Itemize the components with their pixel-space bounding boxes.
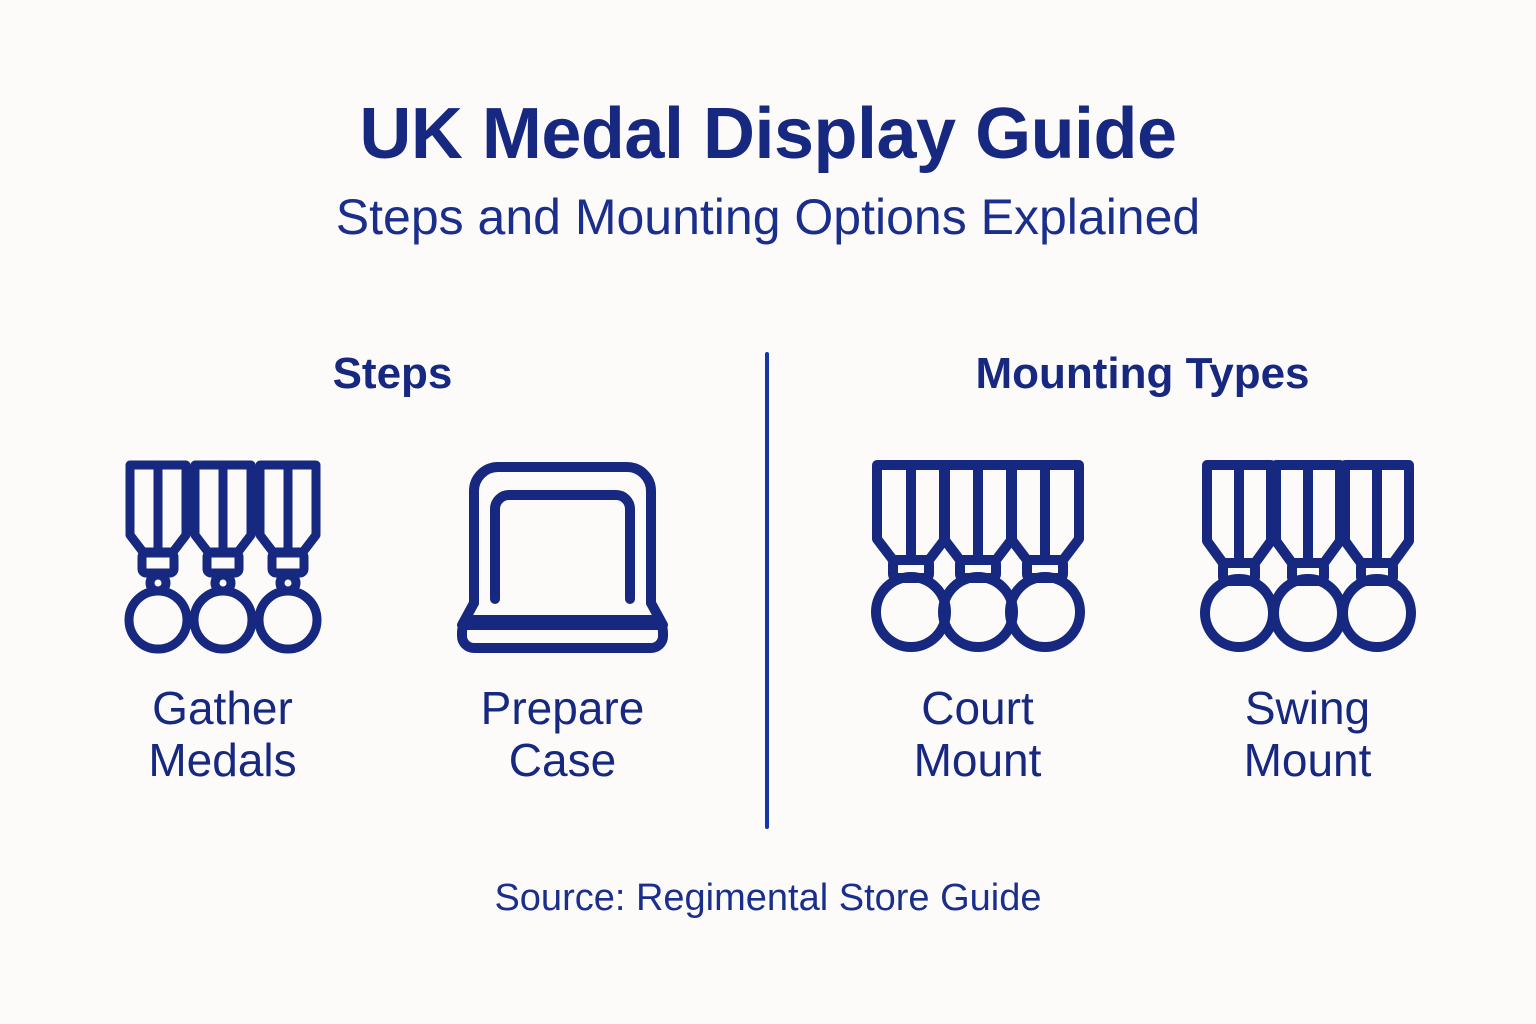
step-label-gather-medals: Gather Medals (148, 682, 297, 786)
panels-container: Steps (0, 352, 1536, 832)
page-subtitle: Steps and Mounting Options Explained (335, 188, 1201, 245)
mounting-item-swing-mount[interactable]: Swing Mount (1183, 452, 1433, 786)
step-item-prepare-case[interactable]: Prepare Case (438, 452, 688, 786)
step-item-gather-medals[interactable]: Gather Medals (98, 452, 348, 786)
mounting-item-court-mount[interactable]: Court Mount (853, 452, 1103, 786)
vertical-divider (765, 352, 769, 829)
court-mount-medals-icon (863, 452, 1093, 657)
header: UK Medal Display Guide Steps and Mountin… (0, 94, 1536, 245)
mounting-item-list: Court Mount (780, 452, 1505, 786)
step-label-prepare-case: Prepare Case (480, 682, 645, 786)
mounting-label-swing-mount: Swing Mount (1243, 682, 1372, 786)
page-title: UK Medal Display Guide (359, 94, 1177, 174)
display-case-icon (448, 452, 678, 657)
three-medals-icon (108, 452, 338, 657)
source-attribution: Source: Regimental Store Guide (494, 877, 1042, 919)
footer: Source: Regimental Store Guide (0, 877, 1536, 920)
panel-heading-steps: Steps (332, 349, 453, 398)
steps-item-list: Gather Medals (30, 452, 755, 786)
mounting-label-court-mount: Court Mount (913, 682, 1042, 786)
panel-steps: Steps (30, 352, 755, 832)
panel-mounting-types: Mounting Types (780, 352, 1505, 832)
panel-heading-mounting-types: Mounting Types (975, 349, 1310, 398)
swing-mount-medals-icon (1193, 452, 1423, 657)
